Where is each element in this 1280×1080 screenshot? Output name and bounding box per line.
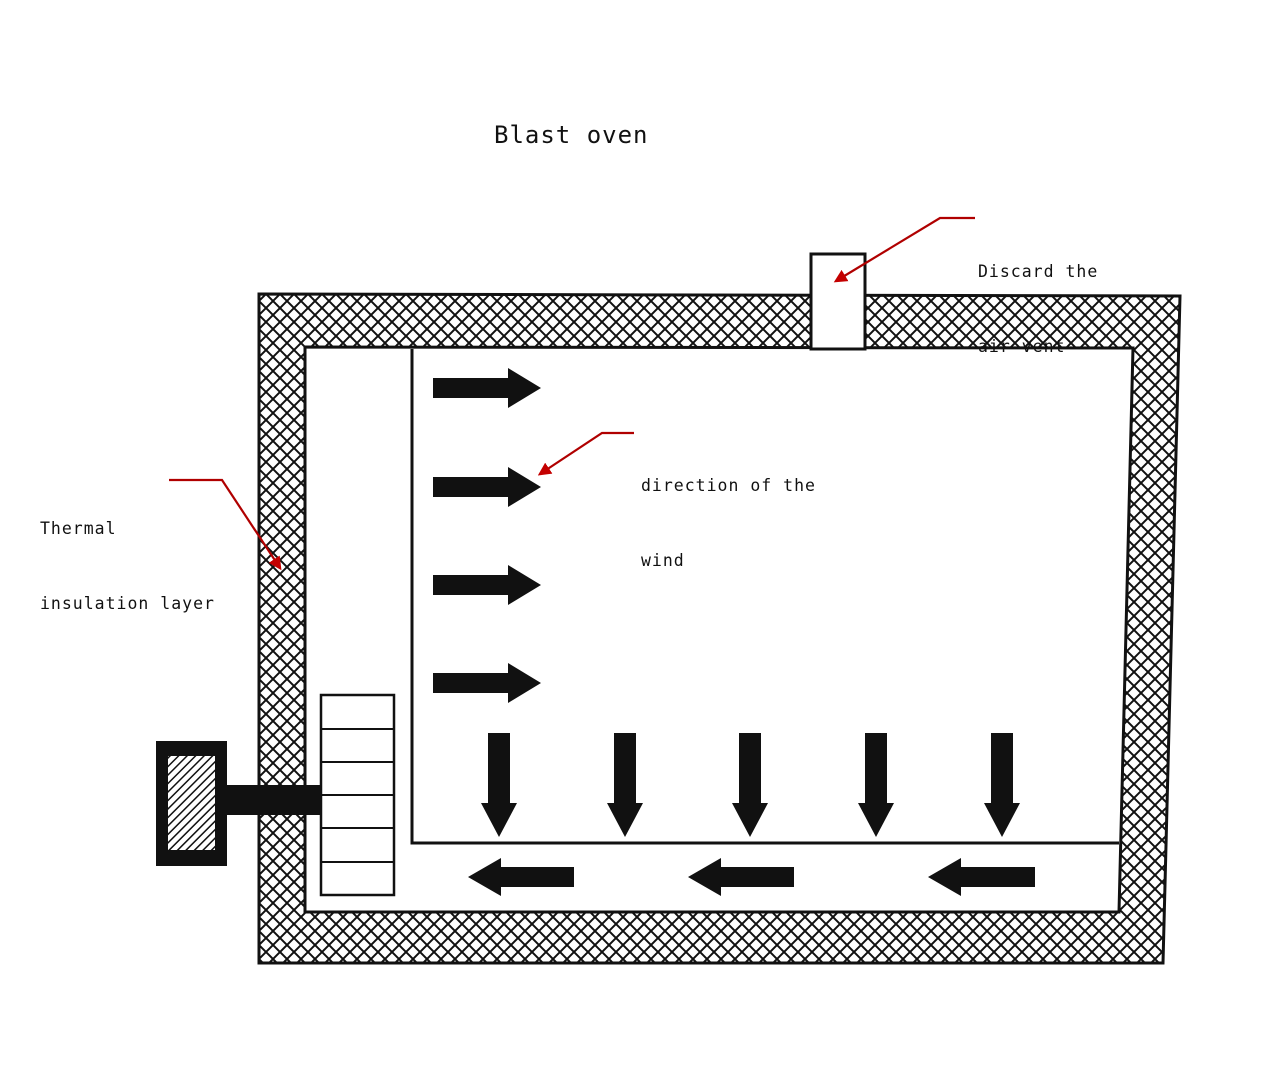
wind-arrow-down xyxy=(984,733,1020,837)
wind-label: direction of the wind xyxy=(641,423,816,598)
wind-arrow-right xyxy=(433,368,541,408)
vent-leader xyxy=(833,216,975,283)
wind-arrow-right xyxy=(433,467,541,507)
wind-arrow-left xyxy=(468,858,574,896)
wind-arrow-right xyxy=(433,565,541,605)
vent-label-line-2: air vent xyxy=(978,337,1066,356)
wind-arrow-right xyxy=(433,663,541,703)
wind-label-line-2: wind xyxy=(641,551,685,570)
wind-arrow-down xyxy=(732,733,768,837)
wind-label-line-1: direction of the xyxy=(641,476,816,495)
motor-coil xyxy=(168,756,215,850)
wind-arrow-down xyxy=(481,733,517,837)
wind-arrow-down xyxy=(607,733,643,837)
wind-arrow-left xyxy=(688,858,794,896)
insulation-label: Thermal insulation layer xyxy=(40,466,215,641)
vent-label-line-1: Discard the xyxy=(978,262,1099,281)
insulation-leader xyxy=(169,478,282,571)
wind-arrow-left xyxy=(928,858,1035,896)
wind-leader xyxy=(537,431,634,476)
diagram-title: Blast oven xyxy=(494,121,649,149)
motor-shaft xyxy=(226,785,322,815)
insulation-label-line-2: insulation layer xyxy=(40,594,215,613)
fan-blades xyxy=(319,693,396,897)
insulation-label-line-1: Thermal xyxy=(40,519,117,538)
vent-label: Discard the air vent xyxy=(978,209,1098,384)
airflow-arrows xyxy=(433,368,1035,896)
duct-partition xyxy=(410,349,1119,845)
wind-arrow-down xyxy=(858,733,894,837)
